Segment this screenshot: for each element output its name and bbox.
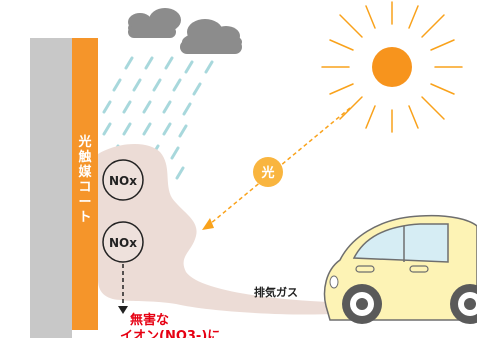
cloud-icon: [128, 8, 181, 38]
down-arrow-icon: [118, 264, 128, 314]
nox-molecule: NOx: [102, 221, 144, 263]
building-wall: [30, 38, 72, 338]
nox-label: NOx: [109, 174, 137, 188]
coating-label-char: 媒: [78, 164, 92, 180]
exhaust-label: 排気ガス: [254, 285, 298, 299]
exhaust-smoke: [98, 143, 330, 315]
coating-label: 光触媒コート: [77, 134, 92, 225]
car-icon: [323, 214, 477, 324]
light-ray-arrow: [202, 107, 351, 230]
coating-label-char: コ: [78, 180, 91, 195]
nox-molecule: NOx: [102, 159, 144, 201]
coating-stripe: [72, 38, 98, 330]
coating-label-char: ー: [78, 195, 91, 210]
light-label: 光: [260, 165, 274, 181]
sun-icon: [321, 1, 463, 133]
light-badge: 光: [253, 157, 283, 187]
cloud-icon: [180, 19, 242, 54]
nox-label: NOx: [109, 236, 137, 250]
result-text-line2: イオン(NO3-)に: [120, 329, 220, 338]
svg-text:光触媒コート: 光触媒コート: [77, 134, 92, 225]
coating-label-char: ト: [78, 210, 91, 225]
coating-label-char: 光: [77, 134, 91, 150]
coating-label-char: 触: [77, 149, 91, 165]
result-text-line1: 無害な: [130, 312, 169, 328]
